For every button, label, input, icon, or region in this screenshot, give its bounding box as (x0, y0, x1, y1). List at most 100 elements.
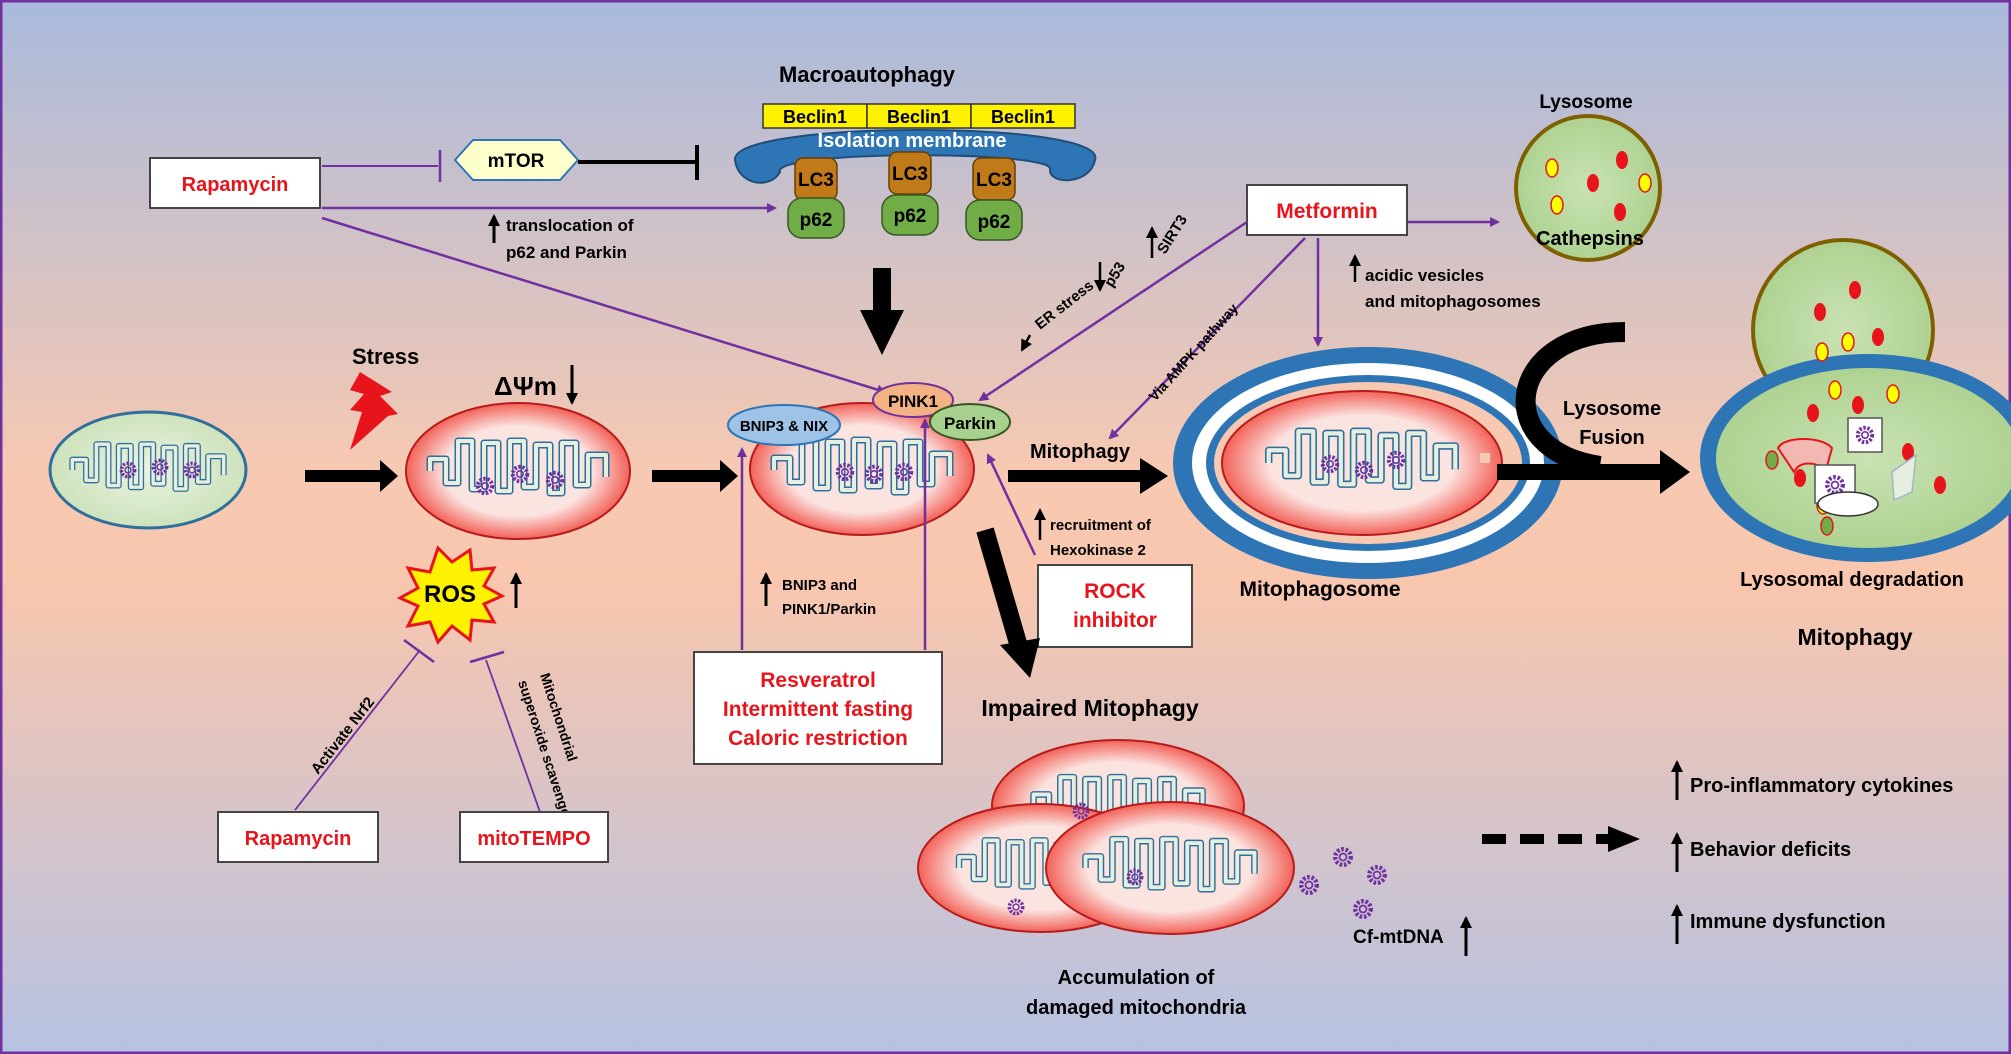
beclin-box-1 (762, 103, 868, 129)
stress-lightning-icon (350, 372, 398, 450)
lc3-label-3: LC3 (976, 170, 1012, 191)
accumulation-line-2: damaged mitochondria (1026, 997, 1247, 1019)
pink1-label: PINK1 (888, 392, 938, 411)
autolysosome (1700, 238, 2011, 562)
macro-down-head (860, 310, 904, 355)
stress-label: Stress (352, 344, 419, 369)
scavenger-inhibition-line (485, 659, 541, 813)
fusion-arc (1515, 322, 1626, 476)
mitophagy-final-label: Mitophagy (1798, 624, 1913, 650)
p62-label-2: p62 (894, 206, 927, 227)
mitophagosome (1173, 347, 1563, 579)
mtor-label: mTOR (488, 151, 545, 172)
impaired-arrow-shaft (976, 527, 1029, 653)
impaired-arrow-head (1000, 638, 1040, 678)
p62-block-3 (965, 199, 1023, 241)
rapamycin-top-box (149, 157, 321, 209)
mitophagy-main-arrow (1008, 458, 1168, 494)
macro-down-shaft (873, 268, 891, 310)
macroautophagy-title: Macroautophagy (779, 62, 956, 87)
resveratrol-box (693, 651, 943, 765)
bnip3-nix-ellipse (727, 404, 841, 446)
fusion-label-2: Fusion (1579, 427, 1645, 449)
fasting-label: Intermittent fasting (723, 698, 913, 721)
lc3-p62-column-1: LC3 p62 (787, 157, 845, 239)
lc3-label-2: LC3 (892, 164, 928, 185)
lysosome (1514, 114, 1662, 262)
fusion-label-1: Lysosome (1563, 398, 1661, 420)
mitotempo-box (459, 811, 609, 863)
ros-label: ROS (424, 581, 476, 608)
pink1-ellipse (872, 382, 954, 418)
resveratrol-label: Resveratrol (760, 669, 876, 692)
lysosome-label: Lysosome (1539, 92, 1632, 113)
p62-label-1: p62 (800, 210, 833, 231)
metformin-label: Metformin (1276, 200, 1378, 223)
rock-label-2: inhibitor (1073, 609, 1157, 632)
rapamycin-pink1-arrow (321, 216, 887, 395)
damaged-mitochondria-cluster (917, 739, 1295, 935)
lc3-label-1: LC3 (798, 170, 834, 191)
parkin-ellipse (929, 403, 1011, 441)
lc3-p62-column-3: LC3 p62 (965, 157, 1023, 241)
rock-label-1: ROCK (1084, 580, 1146, 603)
rapamycin-top-label: Rapamycin (182, 174, 289, 196)
stressed-mitochondrion (405, 402, 631, 540)
metformin-ampk-arrow (1108, 237, 1306, 440)
nrf2-inhibition-line (294, 649, 421, 811)
beclin-label-1: Beclin1 (783, 107, 847, 127)
beclin-box-3 (970, 103, 1076, 129)
outcome-label-1: Pro-inflammatory cytokines (1690, 775, 1953, 797)
bnip3-nix-label: BNIP3 & NIX (740, 418, 828, 435)
isolation-membrane (733, 129, 1097, 184)
translocation-line-1: translocation of (506, 216, 634, 235)
beclin-row: Beclin1 Beclin1 Beclin1 (762, 103, 1076, 129)
outcome-dashed-arrow-head (1608, 826, 1640, 852)
impaired-label: Impaired Mitophagy (981, 695, 1198, 721)
delta-psi-label: ΔΨm (494, 371, 557, 401)
acidic-line-1: acidic vesicles (1365, 266, 1484, 285)
outcome-label-2: Behavior deficits (1690, 839, 1851, 861)
acidic-line-2: and mitophagosomes (1365, 292, 1541, 311)
healthy-mitochondrion (48, 410, 248, 530)
cathepsins-label: Cathepsins (1536, 228, 1644, 250)
lysosomal-degradation-label: Lysosomal degradation (1740, 569, 1964, 591)
rock-box (1037, 564, 1193, 648)
rapamycin-bottom-label: Rapamycin (245, 828, 352, 850)
metformin-box (1246, 184, 1408, 236)
arrow-healthy-to-stressed (305, 460, 398, 492)
p62-block-2 (881, 194, 939, 236)
lc3-p62-column-2: LC3 p62 (881, 151, 939, 236)
beclin-box-2 (866, 103, 972, 129)
rapamycin-bottom-box (217, 811, 379, 863)
scavenger-inhibition-bar (469, 650, 505, 664)
outcome-label-3: Immune dysfunction (1690, 911, 1886, 933)
lc3-block-2 (888, 151, 932, 195)
rock-parkin-arrow (986, 453, 1037, 556)
accumulation-line-1: Accumulation of (1058, 967, 1215, 989)
cf-mtdna-label: Cf-mtDNA (1353, 927, 1444, 948)
parkin-label: Parkin (944, 414, 996, 433)
mitophagy-arrow-label: Mitophagy (1030, 441, 1131, 463)
caloric-label: Caloric restriction (728, 727, 908, 750)
fusion-arrow (1497, 450, 1690, 494)
beclin-label-2: Beclin1 (887, 107, 951, 127)
arrow-stressed-to-pink (652, 460, 738, 492)
p62-label-3: p62 (978, 212, 1011, 233)
translocation-line-2: p62 and Parkin (506, 243, 627, 262)
p62-block-1 (787, 197, 845, 239)
nrf2-inhibition-bar (403, 638, 435, 664)
mitotempo-label: mitoTEMPO (477, 828, 590, 850)
recruitment-line-2: Hexokinase 2 (1050, 542, 1146, 559)
bnip3-pink-line-2: PINK1/Parkin (782, 601, 876, 618)
metformin-parkin-arrow (978, 220, 1248, 402)
ros-burst-icon (396, 545, 506, 645)
recruitment-line-1: recruitment of (1050, 517, 1152, 534)
isolation-membrane-label: Isolation membrane (818, 130, 1007, 152)
beclin-label-3: Beclin1 (991, 107, 1055, 127)
mitophagosome-label: Mitophagosome (1240, 578, 1401, 601)
bnip3-pink-line-1: BNIP3 and (782, 577, 857, 594)
er-stress-down-arrow (1020, 334, 1032, 352)
